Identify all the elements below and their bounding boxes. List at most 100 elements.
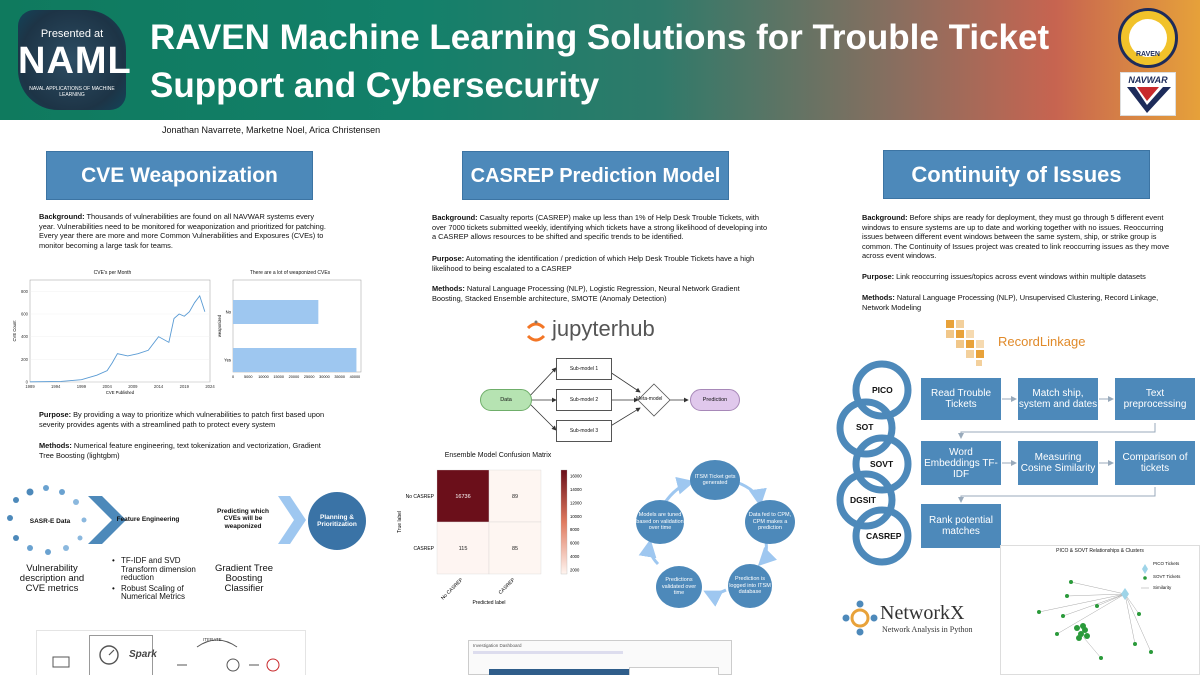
confusion-col-label: No CASREP: [440, 577, 465, 602]
colorbar-tick: 2000: [570, 568, 580, 573]
dashboard-detail-panel: [629, 667, 719, 675]
bar-chart-xtick: 35000: [334, 375, 345, 379]
line-chart-ytick: 200: [21, 357, 29, 362]
fe-bullets: • TF-IDF and SVD Transform dimension red…: [112, 556, 204, 602]
bar-chart-ylabel: weaponized: [217, 314, 222, 337]
cve-purpose-label: Purpose:: [39, 410, 72, 419]
ring-label-pico: PICO: [872, 385, 893, 395]
line-chart-xtick: 2009: [128, 384, 138, 389]
bar-chart-xtick: 15000: [273, 375, 284, 379]
casrep-purpose: Purpose: Automating the identification /…: [432, 254, 772, 273]
cycle-step-2: Data fed to CPM, CPM makes a prediction: [745, 500, 795, 544]
sovt-ticket-nodes: [1037, 580, 1153, 660]
cycle-step-3: Prediction is logged into ITSM database: [728, 564, 772, 608]
colorbar-tick: 6000: [570, 541, 580, 546]
flow-submodel-1: Sub-model 1: [556, 358, 612, 380]
line-chart-series: [29, 294, 206, 383]
line-chart-xtick: 1994: [51, 384, 61, 389]
chart-icon: [52, 656, 70, 668]
line-chart-xtick: 2004: [102, 384, 112, 389]
legend-sovt: SOVT Tickets: [1153, 574, 1181, 579]
flow-meta-model-label: Meta-model: [636, 396, 663, 402]
sasr-dots: [7, 485, 87, 555]
casrep-background-text: Casualty reports (CASREP) make up less t…: [432, 213, 768, 242]
ring-label-dgsit: DGSIT: [850, 495, 876, 505]
continuity-heading: Continuity of Issues: [883, 150, 1150, 199]
workflow-icons: [52, 639, 280, 672]
continuity-purpose-text: Link reoccurring issues/topics across ev…: [894, 272, 1146, 281]
feature-engineering-label: Feature Engineering: [116, 515, 180, 523]
pico-ticket-node: [1121, 588, 1129, 600]
flow-submodel-3: Sub-model 3: [556, 420, 612, 442]
line-chart-xtick: 1999: [77, 384, 87, 389]
step-match-ship: Match ship, system and dates: [1018, 378, 1098, 420]
cve-background-label: Background:: [39, 212, 85, 221]
continuity-methods: Methods: Natural Language Processing (NL…: [862, 293, 1182, 312]
continuity-background: Background: Before ships are ready for d…: [862, 213, 1182, 261]
continuity-background-text: Before ships are ready for deployment, t…: [862, 213, 1170, 261]
iterate-arrow-icon: [196, 639, 238, 648]
confusion-row-label: No CASREP: [406, 494, 435, 500]
navwar-logo: NAVWAR: [1120, 72, 1176, 116]
ring-pico: [852, 360, 912, 420]
step-comparison: Comparison of tickets: [1115, 441, 1195, 485]
continuity-methods-text: Natural Language Processing (NLP), Unsup…: [862, 293, 1159, 312]
confusion-cell-value: 85: [512, 546, 518, 552]
step-connector-arrows: [958, 396, 1156, 503]
cve-pipeline-graphic: [7, 485, 366, 555]
continuity-methods-label: Methods:: [862, 293, 895, 302]
fe-bullet-2: • Robust Scaling of Numerical Metrics: [112, 584, 204, 602]
ring-sot: [836, 398, 896, 458]
line-chart-frame: [29, 279, 211, 383]
casrep-methods: Methods: Natural Language Processing (NL…: [432, 284, 772, 303]
step-cosine-similarity: Measuring Cosine Similarity: [1018, 441, 1098, 485]
cycle-step-1: ITSM Ticket gets generated: [690, 460, 740, 500]
legend-similarity: Similarity: [1153, 585, 1172, 590]
bar-chart-bar: [233, 300, 319, 324]
spark-logo: Spark: [129, 649, 157, 660]
cve-purpose-text: By providing a way to prioritize which v…: [39, 410, 325, 429]
line-chart-ytick: 0: [26, 380, 29, 385]
workflow-panel: [89, 635, 153, 675]
continuity-purpose-label: Purpose:: [862, 272, 895, 281]
bullet-dot-icon: •: [112, 556, 115, 565]
header-banner: Presented at NAML NAVAL APPLICATIONS OF …: [0, 0, 1200, 120]
colorbar-tick: 16000: [570, 474, 582, 479]
recordlinkage-logo-icon: [946, 320, 984, 366]
target-icon: [266, 658, 280, 672]
authors: Jonathan Navarrete, Marketne Noel, Arica…: [162, 125, 381, 135]
planning-label: Planning & Prioritization: [317, 513, 357, 529]
casrep-background: Background: Casualty reports (CASREP) ma…: [432, 213, 772, 242]
fe-bullet-1: • TF-IDF and SVD Transform dimension red…: [112, 556, 204, 583]
casrep-purpose-label: Purpose:: [432, 254, 465, 263]
naml-logo-top: Presented at: [40, 28, 104, 40]
vulnerability-desc-label: Vulnerability description and CVE metric…: [19, 563, 85, 594]
bar-chart-xtick: 10000: [258, 375, 269, 379]
jupyterhub-logo: jupyterhub: [552, 316, 655, 341]
confusion-ylabel: True label: [397, 511, 403, 533]
cve-background: Background: Thousands of vulnerabilities…: [39, 212, 329, 250]
naml-logo-main: NAML: [18, 40, 132, 82]
ring-casrep: [852, 506, 912, 566]
casrep-methods-label: Methods:: [432, 284, 465, 293]
naml-logo: Presented at NAML NAVAL APPLICATIONS OF …: [18, 10, 132, 110]
confusion-cell-value: 89: [512, 494, 518, 500]
cycle-step-4: Predictions validated over time: [656, 566, 702, 608]
step-read-tickets: Read Trouble Tickets: [921, 378, 1001, 420]
planning-circle: [308, 492, 366, 550]
dashboard-bar: [473, 651, 623, 654]
line-chart-xtick: 2019: [180, 384, 190, 389]
brain-icon: [226, 658, 240, 672]
line-chart-xtick: 2024: [205, 384, 215, 389]
cycle-step-5: Models are tuned based on validation ove…: [636, 500, 684, 544]
networkx-subtitle: Network Analysis in Python: [882, 625, 973, 634]
continuity-purpose: Purpose: Link reoccurring issues/topics …: [862, 272, 1182, 282]
step-rank-matches: Rank potential matches: [921, 504, 1001, 548]
colorbar-tick: 14000: [570, 487, 582, 492]
step-text-preprocessing: Text preprocessing: [1115, 378, 1195, 420]
dashboard-title: Investigation Dashboard: [473, 643, 522, 648]
cve-heading: CVE Weaponization: [46, 151, 313, 200]
